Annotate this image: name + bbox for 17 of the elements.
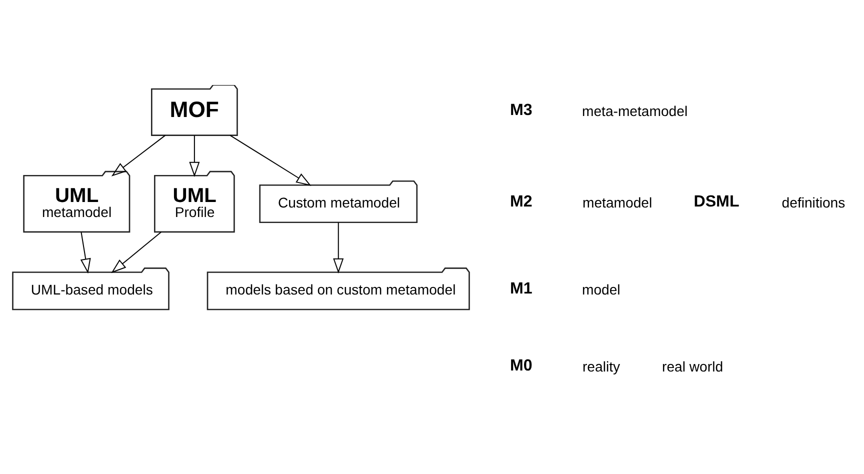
label: M2 (510, 192, 532, 210)
label: M0 (510, 356, 532, 374)
label: real world (662, 358, 724, 374)
label: definitions (782, 194, 846, 210)
label: M3 (510, 100, 532, 118)
arrow (111, 231, 162, 273)
label: metamodel (582, 194, 652, 210)
arrow (230, 134, 312, 186)
label: model (582, 281, 620, 298)
arrow (189, 134, 200, 176)
label: DSML (694, 192, 740, 210)
label: meta-metamodel (582, 102, 688, 118)
arrow (333, 222, 344, 273)
arrow (80, 232, 91, 274)
arrow (111, 134, 166, 176)
label: reality (582, 358, 620, 374)
label: M1 (510, 279, 532, 298)
